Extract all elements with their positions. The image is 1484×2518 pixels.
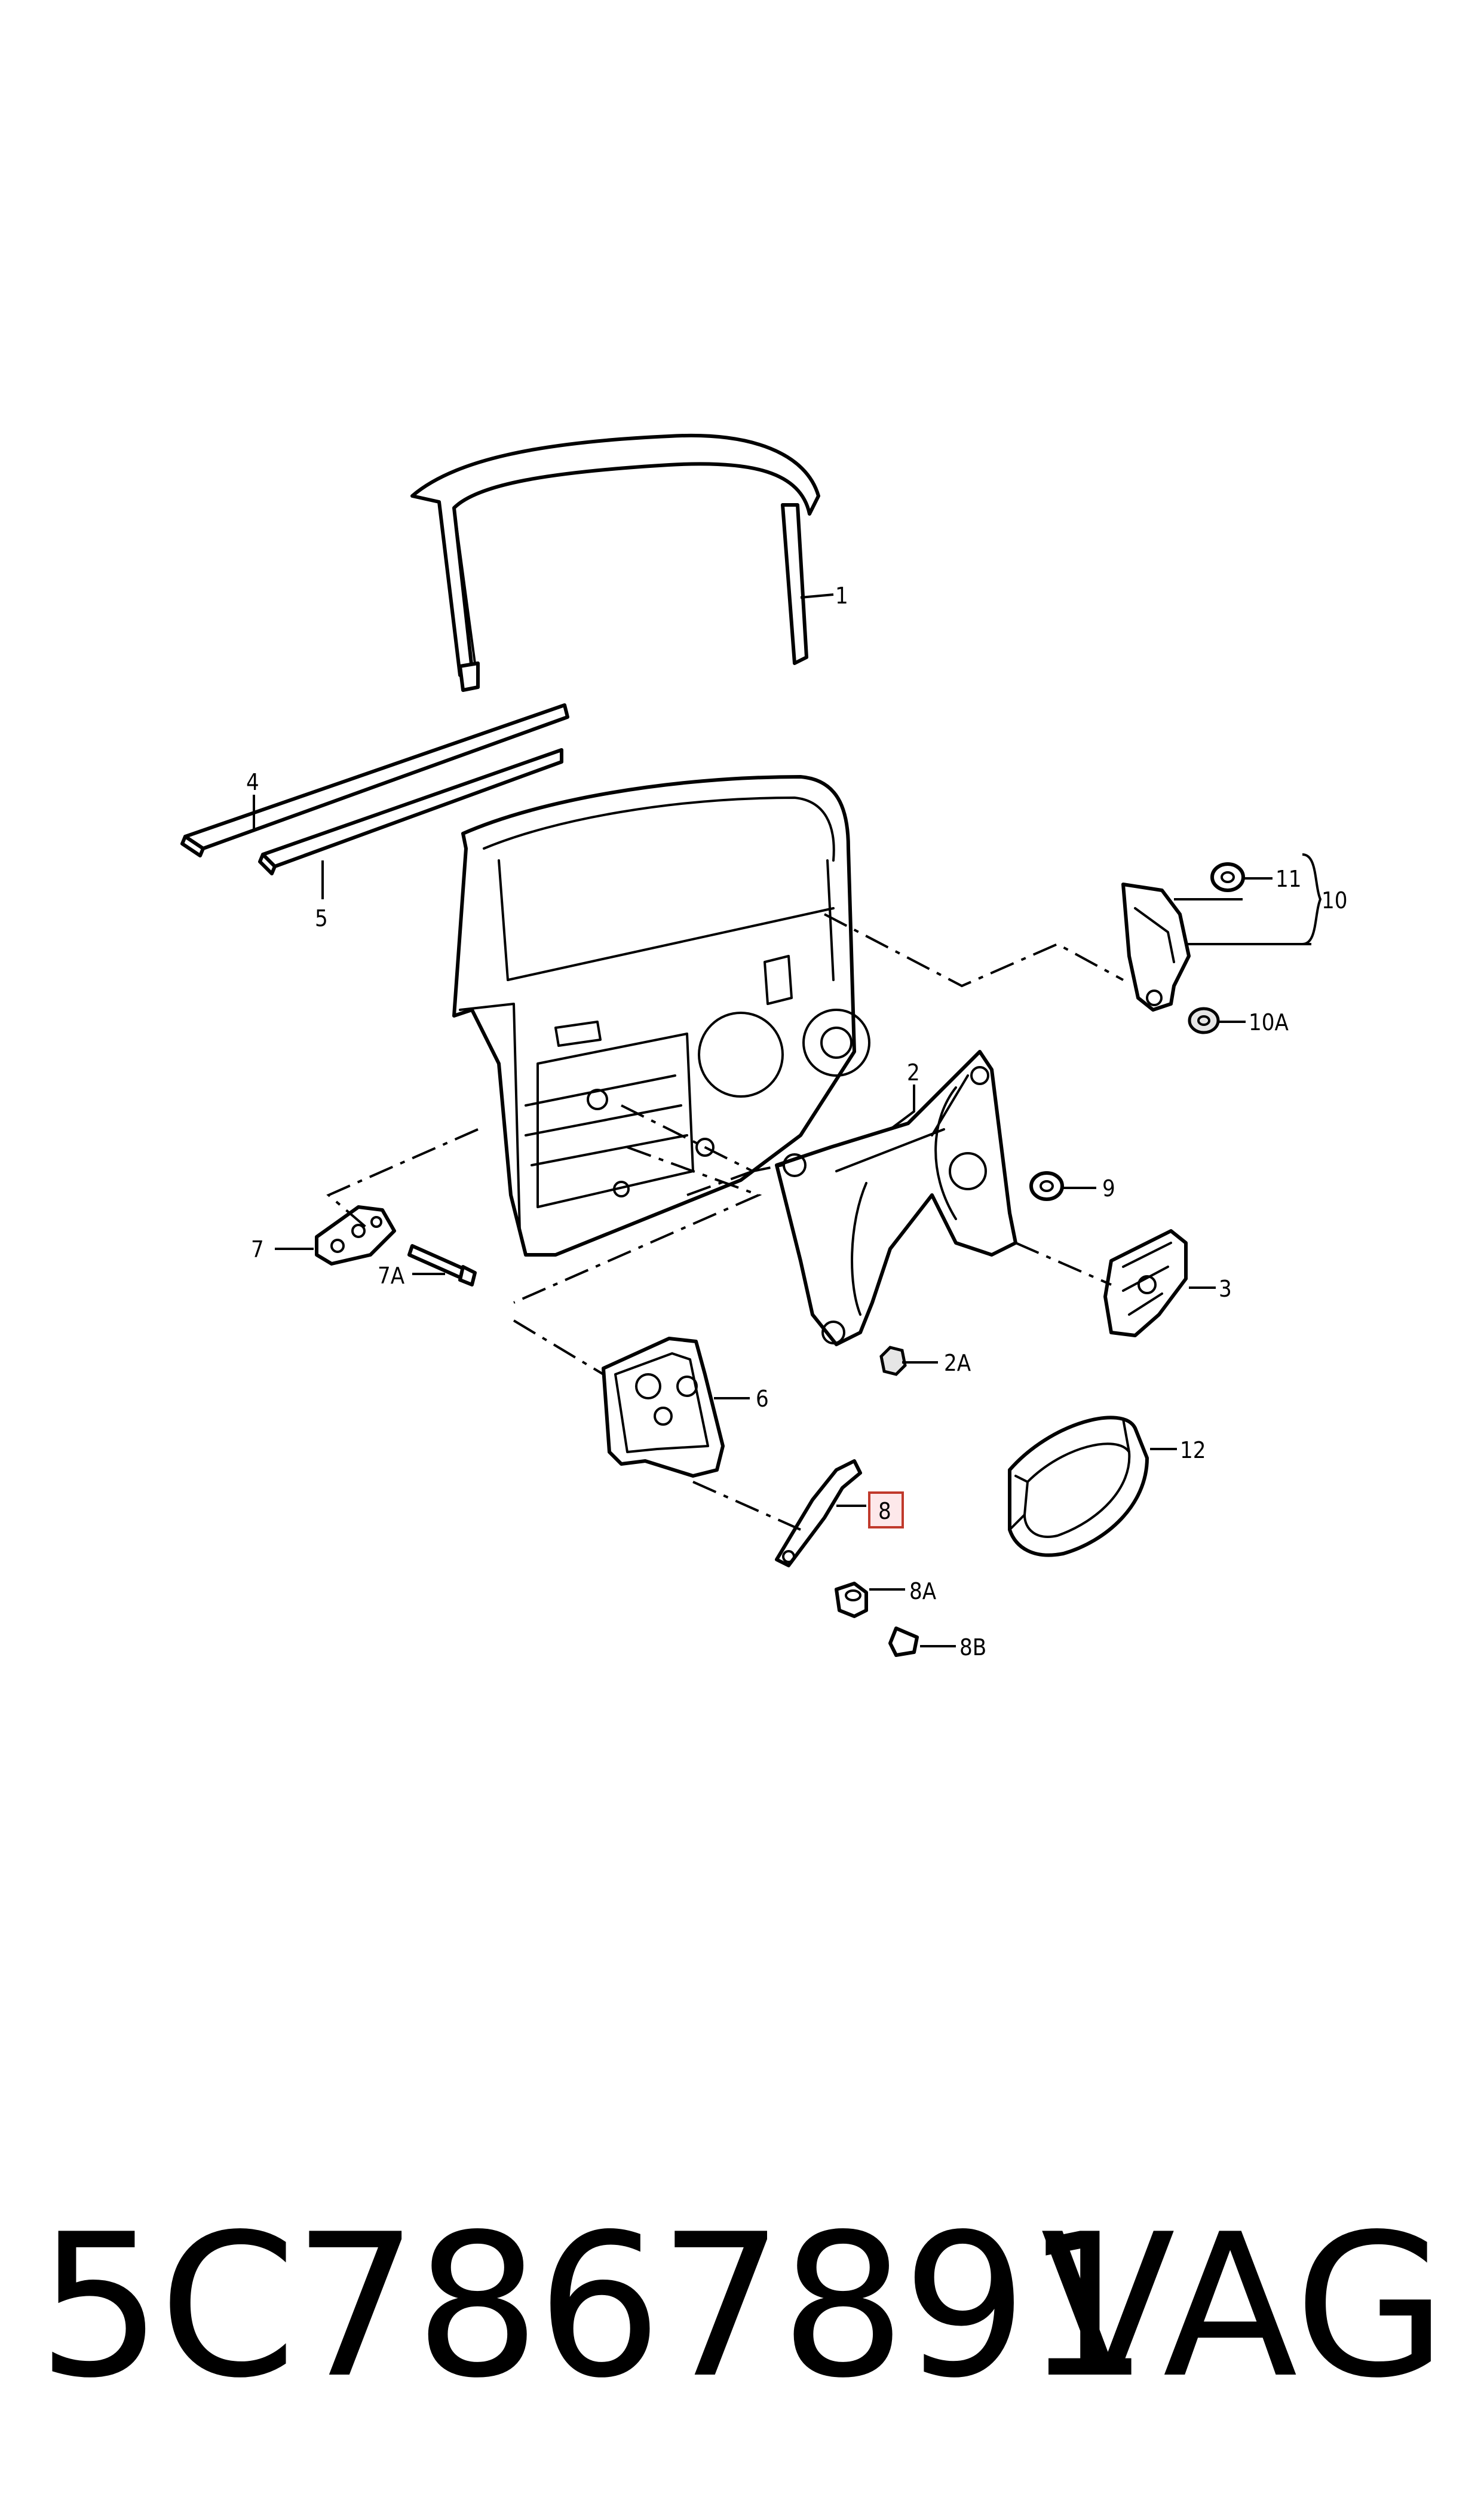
part-2a-nut bbox=[879, 1346, 907, 1376]
part-5-inner-strip bbox=[258, 748, 563, 875]
callout-4: 4 bbox=[246, 769, 259, 795]
callout-8a: 8A bbox=[909, 1578, 937, 1604]
footer: 5C7867891 VAG bbox=[0, 2199, 1484, 2414]
leader-lines bbox=[253, 593, 1322, 1647]
callout-7: 7 bbox=[251, 1236, 264, 1263]
part-2-window-regulator bbox=[775, 1050, 1017, 1346]
callout-5: 5 bbox=[315, 905, 328, 932]
callout-9: 9 bbox=[1102, 1175, 1115, 1202]
callout-3: 3 bbox=[1219, 1276, 1232, 1302]
part-7a-pin bbox=[407, 1244, 477, 1286]
callout-labels: 1 4 5 2 2A 3 9 11 10 10A 7 7A 6 12 8 8A … bbox=[246, 583, 1348, 1661]
callout-8-highlight bbox=[868, 1491, 904, 1528]
part-9-washer bbox=[1029, 1171, 1064, 1201]
callout-1: 1 bbox=[835, 583, 848, 609]
brand-name: VAG bbox=[1040, 2192, 1447, 2421]
door-shell bbox=[452, 775, 870, 1257]
part-1-window-seal bbox=[410, 434, 820, 692]
callout-11: 11 bbox=[1275, 866, 1302, 892]
part-6-cover bbox=[602, 1337, 725, 1478]
part-3-motor bbox=[1103, 1229, 1188, 1337]
part-8-bracket bbox=[775, 1459, 862, 1567]
part-8a-grommet bbox=[835, 1582, 868, 1618]
part-12-foam bbox=[1008, 1416, 1149, 1557]
part-11-washer bbox=[1210, 862, 1245, 892]
callout-7a: 7A bbox=[378, 1263, 405, 1289]
callout-2: 2 bbox=[907, 1059, 920, 1086]
part-4-outer-strip bbox=[180, 703, 569, 857]
part-10-bracket bbox=[1121, 883, 1191, 1012]
callout-10: 10 bbox=[1322, 887, 1348, 914]
callout-12: 12 bbox=[1180, 1437, 1206, 1463]
part-number: 5C7867891 bbox=[37, 2192, 1149, 2421]
part-10a-nut bbox=[1188, 1007, 1220, 1034]
callout-6: 6 bbox=[756, 1386, 769, 1412]
part-8b-screw bbox=[888, 1626, 919, 1657]
part-7-clip bbox=[315, 1205, 396, 1266]
callout-8: 8 bbox=[878, 1498, 891, 1524]
callout-10a: 10A bbox=[1249, 1009, 1289, 1036]
callout-2a: 2A bbox=[944, 1350, 971, 1376]
assembly-lines bbox=[326, 913, 1124, 1531]
callout-8b: 8B bbox=[959, 1634, 986, 1661]
